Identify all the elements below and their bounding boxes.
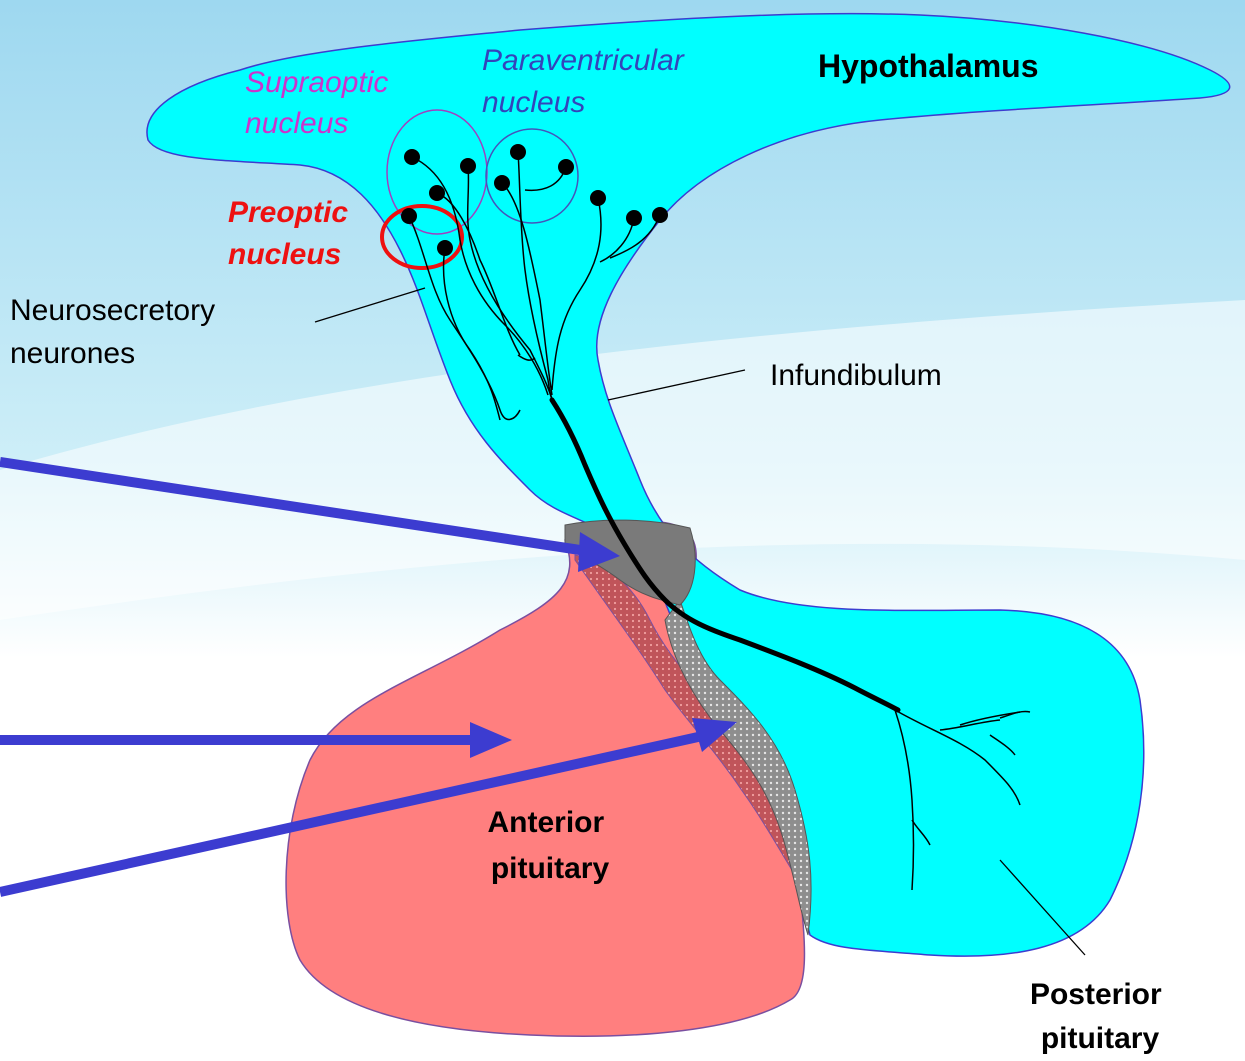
hypothalamus-label: Hypothalamus <box>818 48 1038 84</box>
infundibulum-label: Infundibulum <box>770 359 942 392</box>
